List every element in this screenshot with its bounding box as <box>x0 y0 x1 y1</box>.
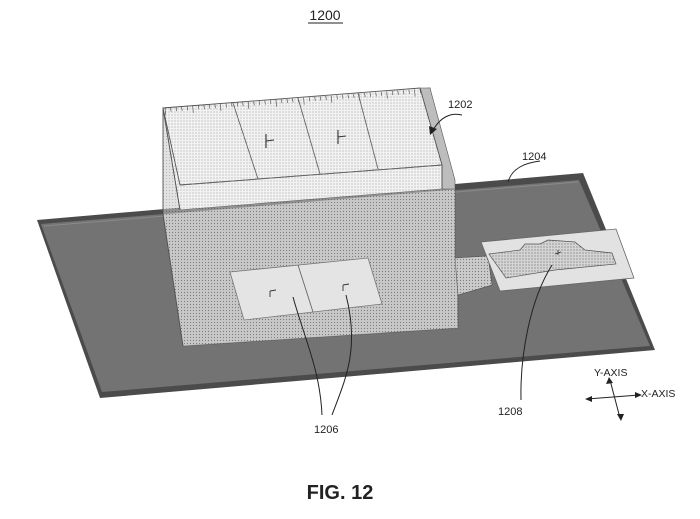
panel-1208-inner <box>488 239 617 279</box>
ruler-tick <box>181 106 183 111</box>
leader-1202 <box>432 113 463 131</box>
figure-caption: FIG. 12 <box>307 482 374 504</box>
ruler-tick <box>408 89 410 94</box>
ruler-tick <box>258 100 261 106</box>
ruler-tick <box>303 97 305 105</box>
ruler-tick <box>347 94 349 99</box>
ruler-tick <box>192 105 194 113</box>
overlay-tab <box>454 255 493 296</box>
ruler-tick <box>236 102 238 107</box>
ruler-tick <box>308 97 310 102</box>
ruler-tick <box>414 89 416 97</box>
ruler-tick <box>419 88 421 94</box>
top-marker-2 <box>337 130 347 144</box>
ruler-tick <box>198 105 200 110</box>
ruler-tick <box>264 100 266 105</box>
ruler-tick <box>331 95 333 103</box>
leader-1202-arrow <box>429 126 437 135</box>
ruler-tick <box>380 91 383 96</box>
ruler-tick <box>253 101 255 106</box>
ruler-tick <box>270 100 272 105</box>
leader-1204 <box>507 160 541 183</box>
ruler-tick <box>392 91 394 96</box>
ruler-tick <box>170 107 172 112</box>
ruler-tick <box>175 107 177 112</box>
ruler-tick <box>319 96 322 101</box>
ruler-tick <box>375 92 377 97</box>
ruler-tick <box>292 98 294 103</box>
ruler-tick <box>386 91 388 99</box>
label-1206: 1206 <box>314 424 338 436</box>
ruler-tick <box>214 104 216 109</box>
ruler-tick <box>275 99 277 107</box>
ruler-tick <box>342 94 344 99</box>
label-1204: 1204 <box>522 151 546 163</box>
ruler-tick <box>336 95 338 100</box>
ruler-tick <box>314 96 316 101</box>
ruler-tick <box>281 99 283 104</box>
ruler-tick <box>186 106 189 111</box>
leader-1208 <box>520 264 553 401</box>
ruler-tick <box>225 103 227 108</box>
panel-1206 <box>229 257 383 321</box>
leader-1206-a <box>292 296 323 416</box>
ruler-tick <box>247 101 250 109</box>
ruler-tick <box>242 102 244 107</box>
ruler-tick <box>397 90 399 95</box>
ruler-tick <box>286 98 288 103</box>
top-marker-1 <box>265 134 275 148</box>
leader-1206-b <box>331 294 353 416</box>
ruler-tick <box>209 104 211 109</box>
x-axis-label: X-AXIS <box>641 388 675 400</box>
ruler-tick <box>369 92 371 97</box>
ruler-tick <box>403 90 405 95</box>
label-1202: 1202 <box>448 99 472 111</box>
ruler-tick <box>220 103 222 111</box>
ruler-tick <box>164 107 166 116</box>
y-axis-label: Y-AXIS <box>594 367 627 379</box>
ruler-ticks <box>164 88 421 116</box>
ruler-tick <box>353 93 355 99</box>
ruler-tick <box>231 102 233 108</box>
axes-indicator <box>585 377 642 421</box>
panel-1208 <box>480 228 635 292</box>
label-1208: 1208 <box>498 406 522 418</box>
figure-number: 1200 <box>309 7 340 23</box>
ruler-tick <box>364 93 366 98</box>
ruler-tick <box>325 95 327 101</box>
ruler-tick <box>203 105 205 110</box>
